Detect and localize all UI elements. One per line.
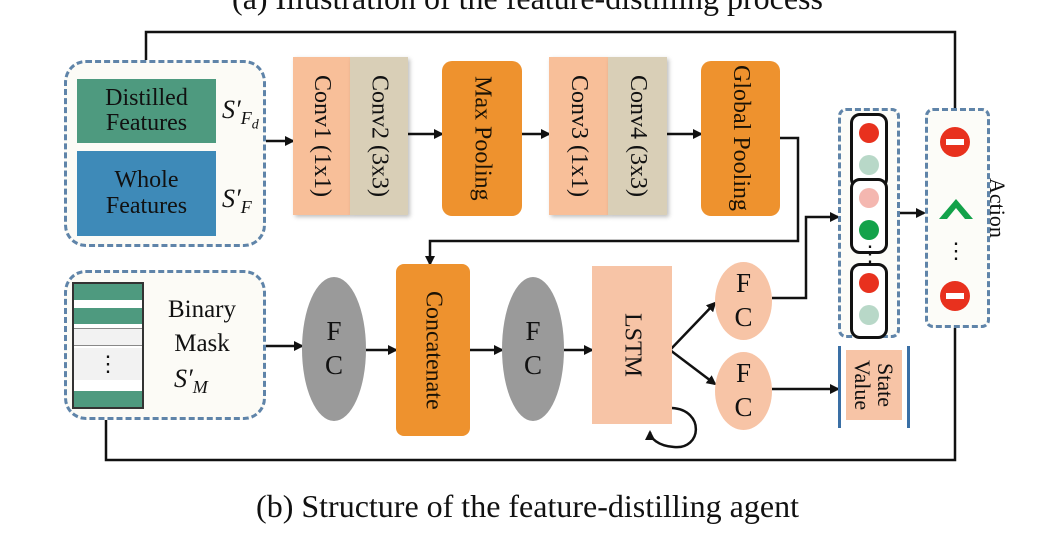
bottom-caption: (b) Structure of the feature-distilling … bbox=[256, 488, 799, 524]
dim-green-light-icon bbox=[859, 155, 879, 175]
lights-ellipsis: ⋮ bbox=[859, 241, 881, 266]
feedback-top-arrow bbox=[141, 30, 957, 108]
traffic-light-2 bbox=[850, 178, 888, 254]
conv1-block: Conv1 (1x1) bbox=[293, 57, 350, 215]
green-light-icon bbox=[859, 220, 879, 240]
whole-features-box: Whole Features bbox=[77, 151, 216, 236]
fc-concat-layer: F C bbox=[502, 277, 564, 421]
max-pooling-block: Max Pooling bbox=[442, 61, 522, 216]
top-caption: (a) Illustration of the feature-distilli… bbox=[0, 0, 1055, 17]
fc-mask-layer: F C bbox=[302, 277, 366, 421]
chevron-up-icon bbox=[939, 199, 973, 219]
lstm-block: LSTM bbox=[592, 266, 672, 424]
concatenate-block: Concatenate bbox=[396, 264, 470, 436]
conv2-block: Conv2 (3x3) bbox=[350, 57, 408, 215]
mask-stripe bbox=[74, 308, 142, 324]
traffic-light-3 bbox=[850, 263, 888, 339]
whole-symbol: S′F bbox=[222, 184, 252, 218]
dim-green-light-icon bbox=[859, 305, 879, 325]
fc-value-head: F C bbox=[715, 352, 772, 430]
fc-policy-head: F C bbox=[715, 262, 772, 340]
action-ellipsis: ⋮ bbox=[945, 238, 967, 263]
arrow-lstm-to-fc-policy bbox=[669, 301, 717, 351]
arrow-lstm-to-fc-value bbox=[669, 349, 717, 386]
mask-stripe bbox=[74, 328, 142, 346]
mask-vector: ⋮ bbox=[72, 282, 144, 409]
state-value-box: State Value bbox=[846, 350, 902, 420]
dim-red-light-icon bbox=[859, 188, 879, 208]
distilled-features-box: Distilled Features bbox=[77, 79, 216, 143]
stop-icon bbox=[940, 281, 970, 311]
conv3-block: Conv3 (1x1) bbox=[549, 57, 608, 215]
traffic-light-1 bbox=[850, 113, 888, 189]
distilled-symbol: S′Fd bbox=[222, 95, 259, 133]
feedback-bottom-arrow bbox=[101, 328, 957, 462]
lstm-recurrent-loop bbox=[645, 406, 697, 449]
action-label: Action bbox=[985, 178, 1010, 238]
mask-stripe bbox=[74, 284, 142, 300]
binary-mask-label: Binary Mask bbox=[167, 296, 237, 357]
state-value-frame: State Value bbox=[838, 346, 910, 428]
global-pooling-block: Global Pooling bbox=[701, 61, 780, 216]
arrow-globalpool-to-concat bbox=[425, 136, 800, 266]
mask-ellipsis: ⋮ bbox=[74, 348, 142, 380]
mask-stripe bbox=[74, 391, 142, 407]
mask-symbol: S′M bbox=[174, 364, 208, 398]
arrow-fc-policy-to-lights bbox=[772, 212, 840, 300]
stop-icon bbox=[940, 127, 970, 157]
red-light-icon bbox=[859, 273, 879, 293]
red-light-icon bbox=[859, 123, 879, 143]
conv4-block: Conv4 (3x3) bbox=[608, 57, 667, 215]
